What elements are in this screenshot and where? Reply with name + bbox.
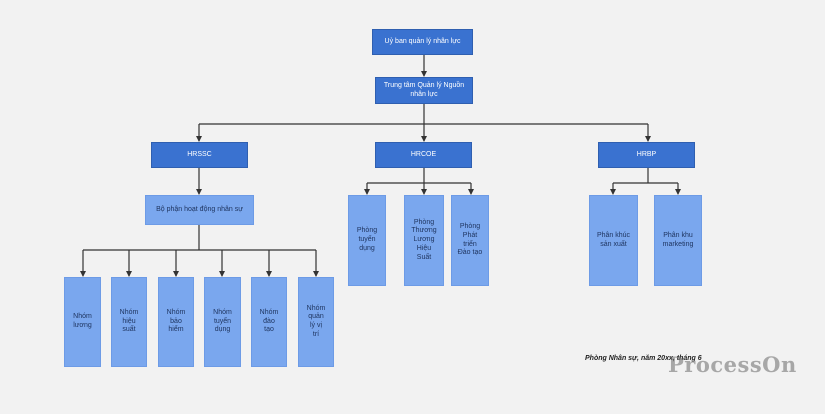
- node-label: Nhóm quản lý vị trí: [306, 304, 326, 338]
- node-hiring-team[interactable]: Nhóm tuyển dụng: [204, 277, 241, 367]
- node-label: Phòng Thương Lương Hiệu Suất: [411, 218, 437, 261]
- node-label: Nhóm lương: [73, 313, 92, 329]
- node-hr-center[interactable]: Trung tâm Quản lý Nguồn nhân lực: [375, 77, 473, 104]
- node-insurance-team[interactable]: Nhóm bảo hiểm: [158, 277, 194, 367]
- node-label: Phân khu marketing: [662, 231, 694, 248]
- node-label: Phân khúc sản xuất: [596, 231, 631, 248]
- node-label: Phòng tuyển dụng: [356, 227, 378, 252]
- node-label: Phòng Phát triển Đào tạo: [457, 223, 483, 257]
- node-label: Nhóm tuyển dụng: [213, 308, 232, 334]
- node-top-committee[interactable]: Uỷ ban quản lý nhân lực: [372, 29, 473, 55]
- node-position-team[interactable]: Nhóm quản lý vị trí: [298, 277, 334, 367]
- node-production-segment[interactable]: Phân khúc sản xuất: [589, 195, 638, 286]
- node-label: Uỷ ban quản lý nhân lực: [384, 37, 461, 45]
- node-label: Nhóm bảo hiểm: [166, 308, 186, 334]
- node-label: HRSSC: [187, 150, 212, 158]
- node-label: Bộ phận hoạt động nhân sự: [156, 205, 243, 213]
- node-hrcoe[interactable]: HRCOE: [375, 142, 472, 168]
- node-efficiency-team[interactable]: Nhóm hiệu suất: [111, 277, 147, 367]
- node-label: HRBP: [636, 150, 657, 158]
- node-compensation-dept[interactable]: Phòng Thương Lương Hiệu Suất: [404, 195, 444, 286]
- node-label: Nhóm đào tạo: [259, 308, 279, 334]
- node-label: HRCOE: [410, 150, 437, 158]
- node-recruitment-dept[interactable]: Phòng tuyển dụng: [348, 195, 386, 286]
- node-hrssc[interactable]: HRSSC: [151, 142, 248, 168]
- node-hr-operations[interactable]: Bộ phận hoạt động nhân sự: [145, 195, 254, 225]
- node-development-dept[interactable]: Phòng Phát triển Đào tạo: [451, 195, 489, 286]
- node-label: Trung tâm Quản lý Nguồn nhân lực: [383, 81, 465, 98]
- node-salary-team[interactable]: Nhóm lương: [64, 277, 101, 367]
- node-label: Nhóm hiệu suất: [119, 308, 139, 334]
- node-hrbp[interactable]: HRBP: [598, 142, 695, 168]
- node-marketing-segment[interactable]: Phân khu marketing: [654, 195, 702, 286]
- footer-caption: Phòng Nhân sự, năm 20xx, tháng 6: [585, 355, 702, 362]
- processon-watermark: ProcessOn: [668, 352, 797, 377]
- node-training-team[interactable]: Nhóm đào tạo: [251, 277, 287, 367]
